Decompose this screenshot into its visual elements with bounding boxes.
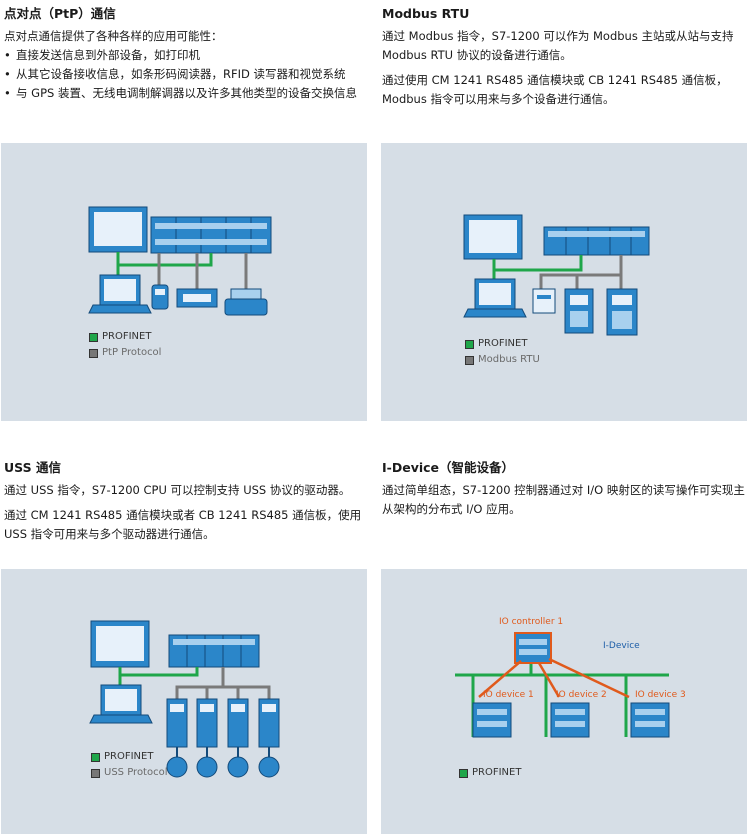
io-controller-icon [514, 632, 552, 664]
plc-rack-icon [168, 634, 260, 668]
io-device-icon [630, 702, 670, 738]
section-paragraph: 通过 CM 1241 RS485 通信模块或者 CB 1241 RS485 通信… [4, 508, 362, 541]
bullet-item: 直接发送信息到外部设备，如打印机 [4, 46, 370, 65]
legend-label: PROFINET [478, 338, 528, 349]
ptp-link [157, 253, 248, 289]
drive-icon [227, 698, 249, 778]
ptp-diagram: PROFINET PtP Protocol [1, 143, 367, 421]
grey-swatch [89, 348, 98, 358]
section-title: 点对点（PtP）通信 [4, 6, 116, 21]
legend-label: Modbus RTU [478, 354, 540, 365]
drive-icon [196, 698, 218, 778]
hmi-panel-icon [463, 214, 523, 260]
section-idevice: I-Device（智能设备） 通过简单组态，S7-1200 控制器通过对 I/O… [382, 460, 748, 519]
drive-icon [166, 698, 188, 778]
diagram-legend: PROFINET USS Protocol [91, 749, 168, 781]
section-paragraph: 通过 USS 指令，S7-1200 CPU 可以控制支持 USS 协议的驱动器。 [4, 483, 351, 497]
section-paragraph: 通过 Modbus 指令，S7-1200 可以作为 Modbus 主站或从站与支… [382, 29, 734, 62]
section-modbus: Modbus RTU 通过 Modbus 指令，S7-1200 可以作为 Mod… [382, 6, 748, 109]
legend-item: PROFINET [459, 765, 521, 781]
barcode-scanner-icon [151, 284, 169, 310]
section-intro: 点对点通信提供了各种各样的应用可能性： [4, 29, 223, 43]
idevice-diagram: IO controller 1 I-Device IO device 1 IO … [381, 569, 747, 834]
laptop-icon [88, 274, 152, 314]
printer-icon [224, 288, 268, 316]
modbus-slave-icon [532, 288, 556, 314]
legend-label: PROFINET [104, 751, 154, 762]
plc-rack-icon [543, 226, 650, 256]
diagram-legend: PROFINET Modbus RTU [465, 336, 540, 368]
idevice-label: I-Device [603, 641, 640, 651]
uss-diagram: PROFINET USS Protocol [1, 569, 367, 834]
modbus-network-figure [463, 214, 650, 336]
section-title: USS 通信 [4, 460, 61, 475]
section-ptp: 点对点（PtP）通信 点对点通信提供了各种各样的应用可能性： 直接发送信息到外部… [4, 6, 370, 103]
laptop-icon [463, 278, 527, 318]
uss-link [175, 667, 271, 699]
diagram-legend: PROFINET PtP Protocol [89, 329, 161, 361]
grey-swatch [465, 355, 474, 365]
legend-item: USS Protocol [91, 765, 168, 781]
gps-device-icon [176, 288, 218, 308]
section-paragraph: 通过使用 CM 1241 RS485 通信模块或 CB 1241 RS485 通… [382, 73, 728, 106]
section-uss: USS 通信 通过 USS 指令，S7-1200 CPU 可以控制支持 USS … [4, 460, 370, 544]
legend-item: PROFINET [465, 336, 540, 352]
legend-item: Modbus RTU [465, 352, 540, 368]
legend-item: PtP Protocol [89, 345, 161, 361]
legend-label: PROFINET [472, 767, 522, 778]
profinet-link [116, 252, 213, 267]
laptop-icon [89, 684, 153, 724]
legend-item: PROFINET [89, 329, 161, 345]
legend-label: PtP Protocol [102, 347, 162, 358]
legend-label: USS Protocol [104, 767, 168, 778]
io-device-label: IO device 1 [483, 690, 534, 700]
ptp-network-figure [88, 206, 272, 316]
drive-cabinet-icon [606, 288, 638, 336]
green-swatch [459, 768, 468, 778]
diagram-legend: PROFINET [459, 765, 521, 781]
drive-cabinet-icon [564, 288, 594, 334]
hmi-panel-icon [88, 206, 148, 253]
io-device-label: IO device 2 [556, 690, 607, 700]
io-device-icon [550, 702, 590, 738]
io-device-icon [472, 702, 512, 738]
section-title: I-Device（智能设备） [382, 460, 515, 475]
uss-network-figure [89, 620, 280, 778]
legend-item: PROFINET [91, 749, 168, 765]
green-swatch [465, 339, 474, 349]
bullet-item: 从其它设备接收信息，如条形码阅读器，RFID 读写器和视觉系统 [4, 65, 370, 84]
green-swatch [89, 332, 98, 342]
legend-label: PROFINET [102, 331, 152, 342]
bullet-list: 直接发送信息到外部设备，如打印机 从其它设备接收信息，如条形码阅读器，RFID … [4, 46, 370, 103]
drive-icon [258, 698, 280, 778]
hmi-panel-icon [90, 620, 150, 668]
io-device-label: IO device 3 [635, 690, 686, 700]
modbus-diagram: PROFINET Modbus RTU [381, 143, 747, 421]
modbus-link [539, 255, 623, 289]
bullet-item: 与 GPS 装置、无线电调制解调器以及许多其他类型的设备交换信息 [4, 84, 370, 103]
io-data-arrow [478, 657, 630, 699]
idevice-network-figure [455, 632, 670, 738]
profinet-link [492, 255, 583, 272]
io-controller-label: IO controller 1 [499, 617, 564, 627]
green-swatch [91, 752, 100, 762]
plc-rack-icon [150, 216, 272, 254]
profinet-link [118, 667, 199, 677]
section-title: Modbus RTU [382, 6, 470, 21]
section-paragraph: 通过简单组态，S7-1200 控制器通过对 I/O 映射区的读写操作可实现主从架… [382, 483, 745, 516]
grey-swatch [91, 768, 100, 778]
